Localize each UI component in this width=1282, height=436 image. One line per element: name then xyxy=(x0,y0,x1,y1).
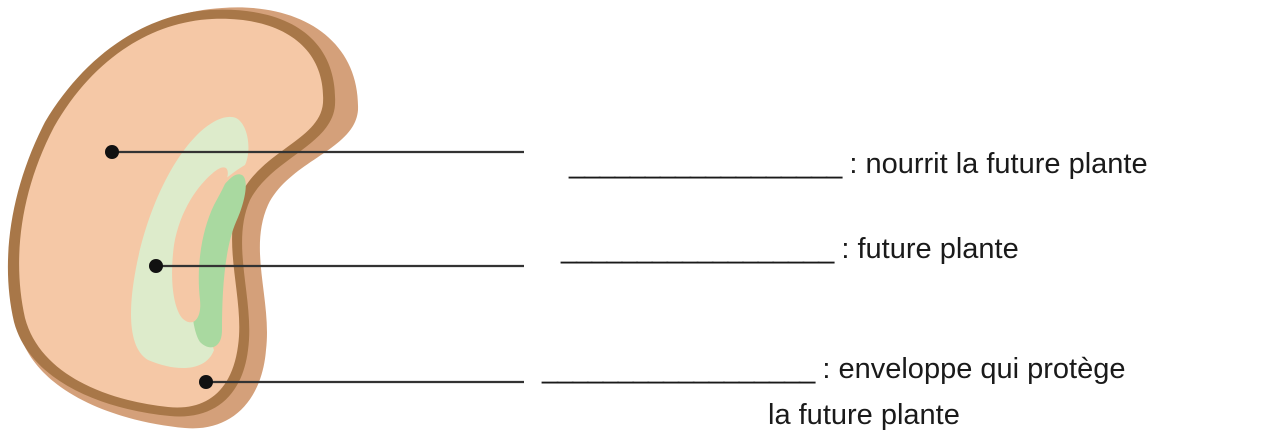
label-seed-coat: __________________ : enveloppe qui protè… xyxy=(542,352,1126,386)
label-seed-coat-line2: la future plante xyxy=(768,399,960,431)
label-albumen: __________________ : nourrit la future p… xyxy=(569,147,1148,181)
answer-blank[interactable]: __________________ xyxy=(569,148,842,180)
label-description: : nourrit la future plante xyxy=(841,148,1148,180)
label-description: : enveloppe qui protège xyxy=(814,353,1126,385)
answer-blank[interactable]: __________________ xyxy=(561,233,834,265)
label-description: : future plante xyxy=(833,233,1019,265)
embryo-inner-notch xyxy=(172,167,228,323)
pointer-dot-albumen xyxy=(105,145,119,159)
answer-blank[interactable]: __________________ xyxy=(542,353,815,385)
label-embryo: __________________ : future plante xyxy=(561,232,1019,266)
pointer-dot-embryo xyxy=(149,259,163,273)
pointer-dot-coat xyxy=(199,375,213,389)
